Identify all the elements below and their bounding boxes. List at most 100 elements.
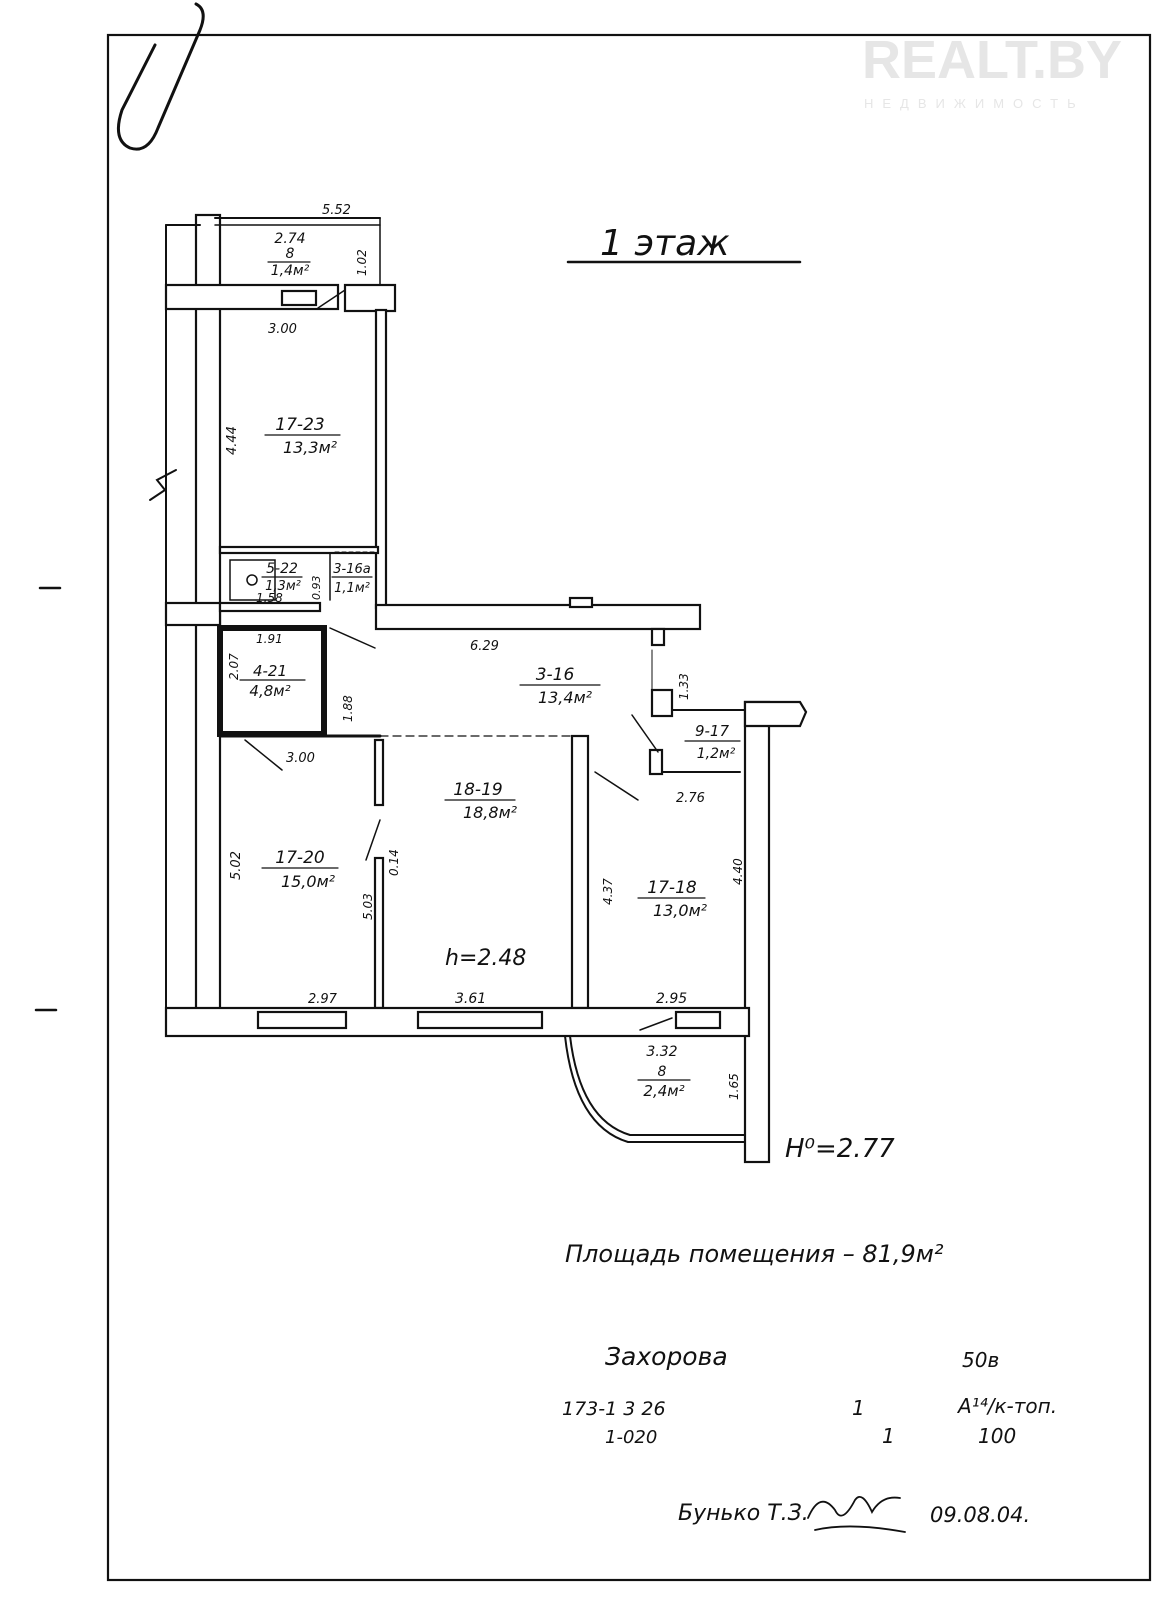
dim-room-18-width-top: 2.76: [676, 791, 705, 806]
dim-wc-depth: 0.93: [310, 576, 323, 601]
dim-room-19-depth: 5.03: [361, 893, 375, 920]
pantry-code: 4-21: [253, 662, 287, 680]
door-swing: [594, 771, 639, 801]
wall-9-17: [648, 748, 664, 776]
wc-bowl-icon: [246, 574, 258, 586]
wall-20-19-top: [373, 738, 385, 807]
room-23-area: 13,3м²: [283, 438, 338, 457]
watermark-brand: REALT.BY: [862, 30, 1122, 90]
floor-title: 1 этаж: [566, 223, 802, 264]
watermark-sub: НЕДВИЖИМОСТЬ: [864, 96, 1085, 111]
balcony-code: 8: [658, 1064, 667, 1080]
loggia-top-code: 8: [286, 246, 295, 262]
signer-name: Бунько Т.З.: [678, 1501, 809, 1526]
break-mark: [149, 469, 177, 501]
dim-room-20-width-bottom: 2.97: [308, 992, 338, 1007]
dim-room-18-depth-right: 4.40: [731, 858, 745, 885]
wc-fixture: [229, 559, 276, 601]
sign-date: 09.08.04.: [930, 1503, 1030, 1527]
dim-loggia-depth: 1.02: [355, 249, 369, 276]
wall-right: [743, 700, 771, 1164]
signature-icon: [807, 1496, 906, 1533]
wall-loggia-right: [343, 283, 397, 313]
dimensions: 5.52 1.02 3.00 4.44 1.58 0.93 6.29 1.91 …: [225, 203, 745, 1100]
dim-room-19-offset: 0.14: [387, 849, 401, 876]
loggia-top-width: 2.74: [274, 231, 305, 247]
hall-code: 3-16: [536, 665, 575, 685]
dim-room-23-depth: 4.44: [225, 426, 240, 455]
sheet-frame: [106, 33, 1152, 1582]
sheet-num-2: 1: [882, 1424, 895, 1448]
dim-room-18-width-bottom: 2.95: [656, 991, 687, 1007]
niche-post: [650, 627, 666, 647]
code-line-1: 173-1 3 26: [562, 1398, 666, 1420]
dim-room-23-width: 3.00: [268, 322, 297, 337]
wall-room-23-bottom: [218, 545, 380, 555]
bath-area: 1,1м²: [334, 581, 370, 596]
house-number: 50в: [962, 1348, 999, 1372]
sheet-number: 100: [978, 1424, 1016, 1448]
niche-wall: [650, 688, 674, 718]
pantry-area: 4,8м²: [249, 682, 290, 700]
litera: А¹⁴/к-топ.: [956, 1394, 1057, 1418]
wall-20-19-bottom: [373, 856, 385, 1010]
walls: [149, 213, 808, 1164]
room-20-code: 17-20: [275, 848, 324, 868]
window-room-19: [416, 1010, 544, 1030]
hall-area: 13,4м²: [538, 688, 593, 707]
pantry-walls: [217, 625, 327, 737]
dim-room-20-width-top: 3.00: [286, 751, 315, 766]
dim-room-20-depth: 5.02: [229, 851, 244, 880]
balcony-area: 2,4м²: [643, 1082, 684, 1100]
window-loggia: [280, 289, 318, 307]
dim-hall-width: 6.29: [470, 639, 499, 654]
wc-area: 1,3м²: [265, 579, 301, 594]
ceiling-building: H⁰=2.77: [785, 1134, 895, 1164]
loggia-top-area: 1,4м²: [271, 263, 310, 279]
dim-pantry-depth-right: 1.88: [341, 695, 355, 722]
dim-hall-niche: 1.33: [677, 673, 691, 700]
paper-clip-icon: [116, 2, 205, 151]
area-text: Площадь помещения – 81,9м²: [565, 1240, 944, 1268]
door-swing: [244, 739, 283, 771]
room-19-area: 18,8м²: [463, 803, 518, 822]
vent-box: [568, 596, 594, 609]
closet-code: 9-17: [695, 722, 729, 740]
room-18-area: 13,0м²: [653, 901, 708, 920]
wall-room-23-right: [374, 308, 388, 610]
balcony-curve: [564, 1035, 746, 1143]
street-name: Захорова: [605, 1342, 728, 1371]
wall-left-jog: [164, 601, 222, 627]
wall-wc-bottom: [218, 601, 322, 613]
floor-title-text: 1 этаж: [600, 223, 730, 264]
closet-area: 1,2м²: [697, 746, 736, 762]
window-room-20: [256, 1010, 348, 1030]
wall-right-top: [743, 700, 808, 728]
title-block: Площадь помещения – 81,9м² Захорова 50в …: [562, 1240, 1057, 1533]
room-20-area: 15,0м²: [281, 872, 336, 891]
door-swing: [317, 289, 346, 309]
room-23-code: 17-23: [275, 415, 324, 435]
watermark: REALT.BY НЕДВИЖИМОСТЬ: [862, 30, 1122, 111]
room-19-code: 18-19: [453, 780, 502, 800]
wall-19-18: [570, 734, 590, 1010]
dim-room-18-depth-left: 4.37: [601, 878, 615, 905]
dim-room-19-width-bottom: 3.61: [455, 991, 486, 1007]
door-swing: [631, 714, 659, 753]
dim-balcony-depth: 1.65: [727, 1073, 741, 1100]
bath-code: 3-16а: [333, 562, 371, 577]
window-room-18: [674, 1010, 722, 1030]
door-swing: [329, 627, 376, 649]
door-swing: [365, 819, 381, 861]
sheet-num-1: 1: [852, 1396, 865, 1420]
wc-code: 5-22: [266, 561, 298, 577]
dim-pantry-depth-left: 2.07: [227, 653, 241, 680]
room-18-code: 17-18: [647, 878, 697, 898]
door-swing: [639, 1017, 673, 1031]
code-line-2: 1-020: [605, 1427, 657, 1448]
dim-pantry-width: 1.91: [256, 632, 283, 646]
dim-top-width: 5.52: [322, 203, 351, 218]
ceiling-room: h=2.48: [445, 946, 526, 971]
room-labels: 2.74 8 1,4м² 17-23 13,3м² 5-22 1,3м² 3-1…: [239, 231, 741, 1100]
